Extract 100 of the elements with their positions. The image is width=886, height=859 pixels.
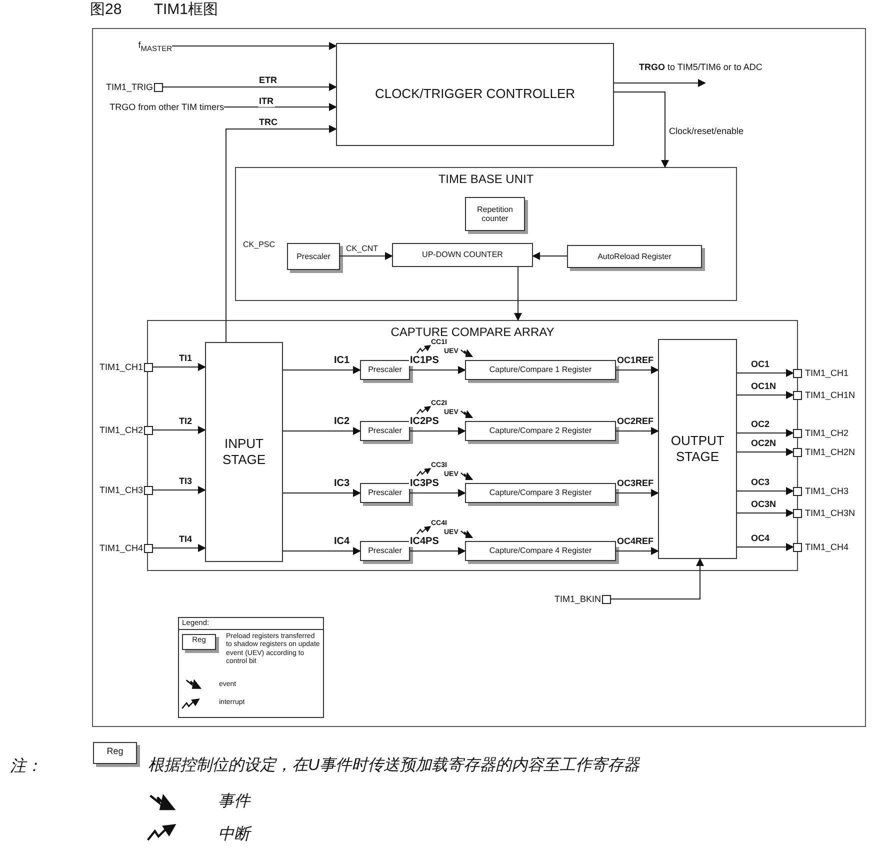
arrow: [172, 42, 337, 50]
arrow: [282, 489, 361, 497]
edge-label: ITR: [258, 96, 274, 107]
pin-name: TIM1_CH2: [99, 424, 143, 437]
figure-title: 图28 TIM1框图: [90, 0, 218, 19]
register-box: Prescaler: [360, 541, 410, 561]
arrow: [610, 558, 704, 600]
register-box: Prescaler: [360, 483, 410, 503]
edge-label: IC1: [333, 355, 351, 366]
note-text: 根据控制位的设定，在U事件时传送预加载寄存器的内容至工作寄存器: [148, 756, 640, 776]
arrow: [224, 103, 337, 111]
arrow: [736, 369, 794, 377]
arrow: [532, 252, 568, 260]
edge-label: OC1N: [750, 381, 778, 392]
edge-label: ETR: [258, 75, 278, 86]
arrow: [514, 266, 522, 321]
pin-name: TIM1_CH2: [805, 427, 849, 440]
note-label: 注：: [10, 758, 42, 776]
arrow: [736, 543, 794, 551]
signal-label: CK_PSC: [243, 240, 276, 249]
pin-name: TIM1_CH3N: [805, 507, 856, 520]
pin-name: TIM1_CH1: [805, 367, 849, 380]
edge-label: TI2: [178, 416, 194, 427]
register-box: Capture/Compare 4 Register: [465, 541, 616, 561]
arrow: [736, 448, 794, 456]
pin-name: TIM1_CH2N: [805, 446, 856, 459]
arrow: [616, 489, 659, 497]
edge-label: IC2PS: [409, 416, 440, 427]
register-box: UP-DOWN COUNTER: [392, 243, 533, 267]
signal-label: TRGO from other TIM timers: [94, 100, 224, 114]
arrow: [162, 83, 337, 91]
unit-frame: [147, 320, 798, 571]
unit-title: TIME BASE UNIT: [437, 172, 535, 186]
arrow: [736, 391, 794, 399]
edge-label: TRC: [258, 117, 278, 128]
edge-label: OC1REF: [616, 355, 655, 366]
edge-label: TRGO to TIM5/TIM6 or to ADC: [638, 62, 764, 73]
edge-label: Clock/reset/enable: [668, 126, 745, 137]
edge-label: IC3PS: [409, 478, 440, 489]
note-text: 中断: [218, 825, 250, 844]
arrow: [736, 429, 794, 437]
edge-label: IC3: [333, 478, 351, 489]
edge-label: IC1PS: [409, 355, 440, 366]
unit-title: CAPTURE COMPARE ARRAY: [390, 325, 556, 339]
stage-box: INPUT STAGE: [205, 342, 283, 562]
pin-name: TIM1_TRIG: [106, 81, 153, 94]
arrow: [616, 547, 659, 555]
arrow: [410, 427, 466, 435]
arrow: [152, 544, 206, 552]
edge-label: TI1: [178, 353, 194, 364]
arrow: [340, 252, 393, 260]
edge-label: OC3N: [750, 499, 778, 510]
edge-label: OC3: [750, 477, 771, 488]
arrow: [152, 426, 206, 434]
edge-label: CK_CNT: [345, 243, 380, 254]
arrow: [614, 92, 669, 168]
stage-box: OUTPUT STAGE: [658, 339, 737, 559]
legend-sample-key: Reg: [93, 742, 137, 764]
arrow: [282, 427, 361, 435]
signal-label: f$_{MASTER}$: [116, 38, 172, 54]
arrow: [152, 486, 206, 494]
edge-label: OC4REF: [616, 536, 655, 547]
register-box: Repetition counter: [465, 197, 525, 231]
arrow: [616, 366, 659, 374]
edge-label: OC2: [750, 419, 771, 430]
pin-name: TIM1_CH3: [99, 484, 143, 497]
arrow: [410, 366, 466, 374]
unit-frame: [235, 167, 737, 301]
edge-label: OC2N: [750, 438, 778, 449]
pin-name: TIM1_CH3: [805, 485, 849, 498]
arrow: [282, 547, 361, 555]
arrow: [736, 487, 794, 495]
edge-label: OC2REF: [616, 416, 655, 427]
register-box: Capture/Compare 3 Register: [465, 483, 616, 503]
edge-label: OC4: [750, 533, 771, 544]
arrow: [410, 489, 466, 497]
note-text: 事件: [218, 792, 250, 812]
edge-label: OC1: [750, 359, 771, 370]
arrow: [226, 125, 337, 342]
edge-label: IC4PS: [409, 536, 440, 547]
arrow: [736, 509, 794, 517]
register-box: Capture/Compare 1 Register: [465, 360, 616, 380]
arrow: [410, 547, 466, 555]
register-box: Capture/Compare 2 Register: [465, 421, 616, 441]
pin-name: TIM1_CH4: [99, 542, 143, 555]
arrow: [616, 427, 659, 435]
arrow: [152, 363, 206, 371]
register-box: Prescaler: [360, 360, 410, 380]
arrow: [614, 79, 706, 87]
controller-box: CLOCK/TRIGGER CONTROLLER: [336, 43, 614, 146]
pin-name: TIM1_BKIN: [554, 593, 601, 606]
edge-label: TI3: [178, 476, 194, 487]
arrow: [282, 366, 361, 374]
edge-label: IC4: [333, 536, 351, 547]
register-box: Prescaler: [360, 421, 410, 441]
pin-name: TIM1_CH1N: [805, 389, 856, 402]
register-box: Prescaler: [287, 243, 340, 270]
edge-label: IC2: [333, 416, 351, 427]
edge-label: TI4: [178, 534, 194, 545]
register-box: AutoReload Register: [567, 245, 702, 268]
